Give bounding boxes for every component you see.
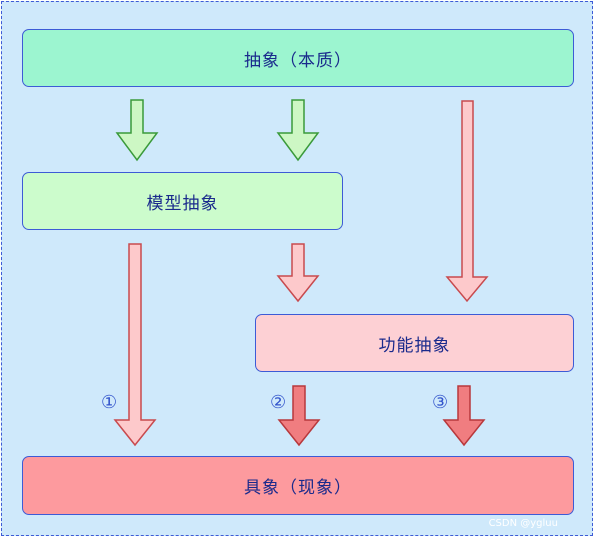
arrow-abstract-to-model [115,99,159,162]
arrow-path-1-model-to-concrete [113,243,157,447]
concrete-phenomenon-box: 具象（现象） [22,456,574,515]
abstract-essence-box: 抽象（本质） [22,29,574,87]
model-abstraction-box: 模型抽象 [22,172,343,230]
abstract-essence-label: 抽象（本质） [244,50,352,71]
watermark: CSDN @ygluu [488,518,558,529]
path-label-1: ① [101,392,118,413]
function-abstraction-box: 功能抽象 [255,314,574,372]
arrow-abstract-to-function [445,100,489,303]
function-abstraction-label: 功能抽象 [378,335,451,356]
path-label-3: ③ [432,392,449,413]
arrow-path-3-function-to-concrete [442,385,486,447]
arrow-path-2-function-to-concrete [277,385,321,447]
arrow-abstract-to-model-2 [276,99,320,162]
concrete-phenomenon-label: 具象（现象） [244,478,352,498]
arrow-model-to-function [276,243,320,303]
model-abstraction-label: 模型抽象 [146,193,219,214]
path-label-2: ② [270,392,287,413]
